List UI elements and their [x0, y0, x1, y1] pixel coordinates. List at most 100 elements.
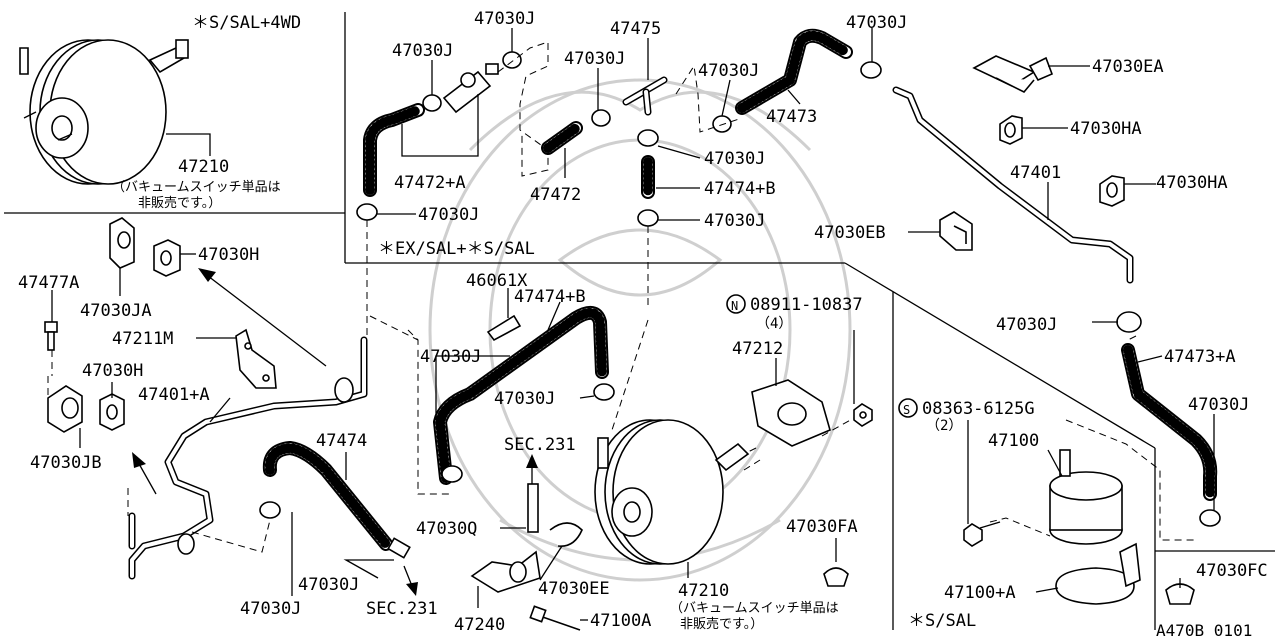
label-47030j-a[interactable]: 47030J — [474, 9, 535, 29]
label-47472[interactable]: 47472 — [530, 185, 581, 205]
clip-47030ha-b[interactable] — [1099, 175, 1125, 207]
vacuum-switch-valve[interactable] — [442, 63, 499, 114]
label-47030j-f[interactable]: 47030J — [704, 149, 765, 169]
label-08911-10837[interactable]: 08911-10837 — [750, 295, 863, 315]
label-47472-plus-a[interactable]: 47472+A — [394, 173, 466, 193]
clip-47030ea[interactable] — [972, 55, 1054, 93]
section-frames — [4, 12, 1275, 630]
hose-47473[interactable] — [735, 28, 853, 115]
leader-lines — [51, 28, 1215, 621]
grommet-47030fc[interactable] — [1165, 583, 1195, 605]
pipe-47030q[interactable] — [527, 483, 539, 533]
label-47030ha-b[interactable]: 47030HA — [1156, 173, 1228, 193]
hose-47472-plus-a[interactable] — [363, 103, 425, 197]
hose-47474-plus-b-mid[interactable] — [433, 305, 609, 485]
note-bottom-line2: 非販売です。） — [680, 616, 763, 632]
label-47210-bottom[interactable]: 47210 — [678, 581, 729, 601]
note-top-left-line1: （バキュームスイッチ単品は — [112, 179, 281, 195]
label-47030q[interactable]: 47030Q — [416, 519, 477, 539]
clamp-47030j-upper[interactable] — [356, 51, 882, 227]
label-47240[interactable]: 47240 — [454, 615, 505, 635]
label-47473[interactable]: 47473 — [766, 107, 817, 127]
label-47474-plus-b-top[interactable]: 47474+B — [704, 179, 776, 199]
label-47030ea[interactable]: 47030EA — [1092, 57, 1164, 77]
label-47401-plus-a[interactable]: 47401+A — [138, 385, 210, 405]
bolt-s-symbol — [898, 398, 918, 418]
label-47212[interactable]: 47212 — [732, 339, 783, 359]
vacuum-pipe-47401-plus-a[interactable] — [128, 336, 368, 580]
variant-label-bottom-right: ＊S/SAL — [908, 611, 976, 631]
arrow-sec231 — [403, 454, 538, 596]
bracket-47211m[interactable] — [235, 328, 277, 389]
label-08363-6125g[interactable]: 08363-6125G — [922, 399, 1035, 419]
clip-47030ja[interactable] — [109, 217, 135, 269]
label-47030j-l[interactable]: 47030J — [240, 599, 301, 619]
label-47100-plus-a[interactable]: 47100+A — [944, 583, 1016, 603]
label-47210-top[interactable]: 47210 — [178, 157, 229, 177]
label-47100[interactable]: 47100 — [988, 431, 1039, 451]
figure-code: A470B 0101 — [1156, 621, 1252, 638]
label-47030j-d[interactable]: 47030J — [698, 61, 759, 81]
label-47030j-b[interactable]: 47030J — [392, 41, 453, 61]
label-sec231-b[interactable]: SEC.231 — [366, 599, 438, 619]
label-47030jb[interactable]: 47030JB — [30, 453, 102, 473]
label-08911-qty: （4） — [756, 316, 792, 332]
label-47477a[interactable]: 47477A — [18, 273, 79, 293]
label-47030j-g[interactable]: 47030J — [704, 211, 765, 231]
label-47030j-e[interactable]: 47030J — [846, 13, 907, 33]
hose-47473-plus-a[interactable] — [1121, 343, 1218, 501]
brake-booster-top[interactable] — [19, 39, 189, 185]
clip-47030ha-a[interactable] — [999, 115, 1023, 145]
label-47100a[interactable]: 47100A — [590, 611, 651, 631]
bolt-47477a[interactable] — [44, 321, 58, 351]
variant-label-top-left: ＊S/SAL+4WD — [192, 13, 301, 33]
label-47030j-n[interactable]: 47030J — [1188, 395, 1249, 415]
bracket-47100-plus-a[interactable] — [1055, 542, 1141, 605]
label-47030eb[interactable]: 47030EB — [814, 223, 886, 243]
hose-46061x[interactable] — [486, 314, 522, 342]
nut-08911[interactable] — [853, 403, 873, 427]
clip-47030jb[interactable] — [47, 385, 83, 433]
vacuum-switch-47240[interactable] — [470, 550, 541, 593]
label-47030fc[interactable]: 47030FC — [1196, 561, 1268, 581]
bolt-08363[interactable] — [963, 521, 1001, 547]
label-47030ja[interactable]: 47030JA — [80, 301, 152, 321]
label-47473-plus-a[interactable]: 47473+A — [1164, 347, 1236, 367]
hose-47474[interactable] — [262, 441, 411, 559]
label-47030ee[interactable]: 47030EE — [538, 579, 610, 599]
label-bolt-s-symbol: S — [903, 403, 910, 417]
vacuum-pipe-47401[interactable] — [892, 86, 1134, 284]
label-47475[interactable]: 47475 — [610, 19, 661, 39]
label-47211m[interactable]: 47211M — [112, 329, 173, 349]
variant-label-middle: ＊EX/SAL+＊S/SAL — [378, 239, 535, 259]
label-47401[interactable]: 47401 — [1010, 163, 1061, 183]
brake-booster-bottom[interactable] — [594, 419, 750, 565]
label-47474[interactable]: 47474 — [316, 431, 367, 451]
grommet-47030fa[interactable] — [823, 567, 849, 587]
label-47030j-k[interactable]: 47030J — [298, 575, 359, 595]
label-47030j-m[interactable]: 47030J — [996, 315, 1057, 335]
vacuum-tank-47100[interactable] — [1049, 449, 1123, 545]
label-47030ha-a[interactable]: 47030HA — [1070, 119, 1142, 139]
label-47030fa[interactable]: 47030FA — [786, 517, 858, 537]
label-47030j-j[interactable]: 47030J — [494, 389, 555, 409]
gasket-47212[interactable] — [751, 379, 831, 447]
label-46061x[interactable]: 46061X — [466, 271, 528, 291]
label-47030j-h[interactable]: 47030J — [418, 205, 479, 225]
label-sec231-a[interactable]: SEC.231 — [504, 435, 576, 455]
label-47030h-a[interactable]: 47030H — [198, 245, 259, 265]
label-47030h-b[interactable]: 47030H — [82, 361, 143, 381]
clip-47030h-a[interactable] — [153, 239, 181, 277]
label-bolt-n-symbol: N — [731, 299, 738, 313]
connector-47475[interactable] — [622, 76, 668, 116]
arrow-left — [132, 268, 327, 495]
bolt-47100a[interactable] — [529, 605, 581, 631]
clamp-47030j-lower[interactable] — [259, 311, 1221, 527]
clamp-47030ee[interactable] — [549, 522, 583, 547]
label-47030j-i[interactable]: 47030J — [420, 347, 481, 367]
label-47474-plus-b-mid[interactable]: 47474+B — [514, 287, 586, 307]
hose-47472[interactable] — [541, 121, 583, 155]
label-47030j-c[interactable]: 47030J — [564, 49, 625, 69]
clip-47030h-b[interactable] — [99, 393, 125, 431]
clip-47030eb[interactable] — [939, 211, 973, 251]
